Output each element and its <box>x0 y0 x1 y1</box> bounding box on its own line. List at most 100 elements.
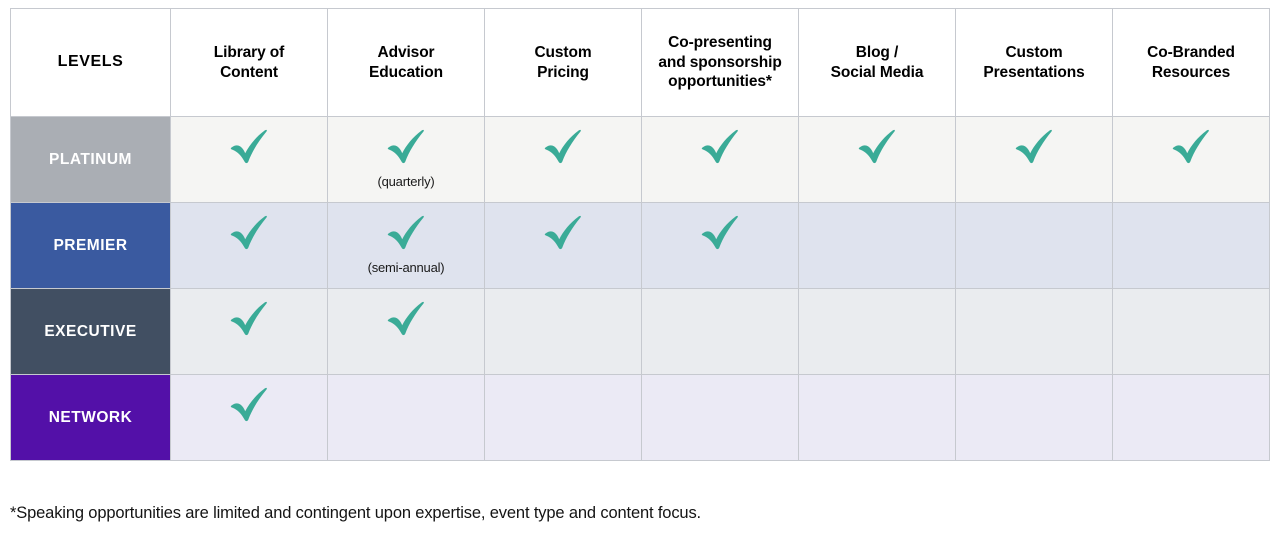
header-line: Pricing <box>537 63 589 81</box>
cell-content <box>956 375 1112 460</box>
benefit-cell <box>955 202 1113 289</box>
header-line: Library of <box>213 43 285 61</box>
table-row: PREMIER (semi-annual) <box>10 202 1270 289</box>
benefit-cell <box>955 116 1113 203</box>
header-line: Resources <box>1151 63 1231 81</box>
table-row: PLATINUM (quarterly) <box>10 116 1270 203</box>
benefit-cell <box>327 288 485 375</box>
benefit-cell <box>1112 374 1270 461</box>
table-row: EXECUTIVE <box>10 288 1270 375</box>
check-icon <box>387 301 424 336</box>
column-header-co-presenting-sponsorship: Co-presenting and sponsorship opportunit… <box>641 8 799 117</box>
benefit-cell <box>170 202 328 289</box>
header-line: Co-Branded <box>1147 43 1235 61</box>
benefit-cell <box>955 374 1113 461</box>
benefit-cell <box>1112 288 1270 375</box>
cell-content <box>485 375 641 460</box>
benefit-cell <box>798 374 956 461</box>
level-label: EXECUTIVE <box>44 322 137 340</box>
level-label: PLATINUM <box>49 150 132 168</box>
cell-content <box>1113 289 1269 374</box>
table-header: LEVELS Library of Content Advisor Educat… <box>10 8 1270 117</box>
cell-content <box>1113 117 1269 202</box>
cell-content <box>642 375 798 460</box>
column-header-levels: LEVELS <box>10 8 171 117</box>
check-icon <box>701 215 738 250</box>
cell-content <box>1113 203 1269 288</box>
cell-content <box>171 289 327 374</box>
benefit-cell <box>327 374 485 461</box>
column-header-blog-social-media: Blog / Social Media <box>798 8 956 117</box>
check-icon <box>230 129 267 164</box>
cell-note: (semi-annual) <box>367 260 445 275</box>
check-icon <box>544 129 581 164</box>
table-row: NETWORK <box>10 374 1270 461</box>
header-line: Advisor <box>377 43 435 61</box>
cell-content <box>485 289 641 374</box>
cell-note: (quarterly) <box>377 174 435 189</box>
cell-content <box>799 117 955 202</box>
benefit-cell <box>798 202 956 289</box>
benefit-cell <box>798 288 956 375</box>
column-header-library-of-content: Library of Content <box>170 8 328 117</box>
header-line: Custom <box>534 43 592 61</box>
check-icon <box>387 215 424 250</box>
cell-content <box>328 289 484 374</box>
cell-content <box>642 117 798 202</box>
cell-content <box>328 375 484 460</box>
benefits-matrix-table: LEVELS Library of Content Advisor Educat… <box>10 8 1270 461</box>
column-header-levels-label: LEVELS <box>57 53 124 71</box>
benefit-cell <box>170 288 328 375</box>
cell-content: (quarterly) <box>328 117 484 202</box>
level-cell-network[interactable]: NETWORK <box>10 374 171 461</box>
benefit-cell <box>641 202 799 289</box>
check-icon <box>230 387 267 422</box>
level-label: PREMIER <box>53 236 128 254</box>
header-line: opportunities* <box>668 73 772 91</box>
check-icon <box>544 215 581 250</box>
benefits-matrix-container: LEVELS Library of Content Advisor Educat… <box>10 8 1270 461</box>
cell-content <box>956 203 1112 288</box>
header-row: LEVELS Library of Content Advisor Educat… <box>10 8 1270 117</box>
check-icon <box>858 129 895 164</box>
cell-content <box>171 375 327 460</box>
benefit-cell <box>798 116 956 203</box>
benefit-cell <box>484 202 642 289</box>
check-icon <box>230 215 267 250</box>
check-icon <box>230 301 267 336</box>
header-line: Blog / <box>855 43 899 61</box>
benefit-cell: (semi-annual) <box>327 202 485 289</box>
footnote: *Speaking opportunities are limited and … <box>10 504 701 522</box>
benefit-cell <box>484 288 642 375</box>
check-icon <box>701 129 738 164</box>
cell-content <box>1113 375 1269 460</box>
level-cell-premier[interactable]: PREMIER <box>10 202 171 289</box>
benefit-cell <box>641 288 799 375</box>
cell-content <box>799 289 955 374</box>
column-header-custom-pricing: Custom Pricing <box>484 8 642 117</box>
cell-content <box>956 289 1112 374</box>
benefit-cell <box>484 116 642 203</box>
header-line: Presentations <box>983 63 1085 81</box>
header-line: and sponsorship <box>658 53 782 71</box>
benefit-cell <box>1112 116 1270 203</box>
check-icon <box>1015 129 1052 164</box>
benefit-cell: (quarterly) <box>327 116 485 203</box>
benefit-cell <box>641 116 799 203</box>
level-cell-platinum[interactable]: PLATINUM <box>10 116 171 203</box>
cell-content <box>485 117 641 202</box>
header-line: Co-presenting <box>668 33 772 51</box>
check-icon <box>387 129 424 164</box>
level-cell-executive[interactable]: EXECUTIVE <box>10 288 171 375</box>
benefit-cell <box>641 374 799 461</box>
check-icon <box>1172 129 1209 164</box>
header-line: Content <box>220 63 278 81</box>
cell-content <box>956 117 1112 202</box>
benefit-cell <box>170 374 328 461</box>
column-header-advisor-education: Advisor Education <box>327 8 485 117</box>
cell-content <box>171 203 327 288</box>
cell-content <box>171 117 327 202</box>
benefit-cell <box>484 374 642 461</box>
header-line: Custom <box>1005 43 1063 61</box>
benefit-cell <box>955 288 1113 375</box>
